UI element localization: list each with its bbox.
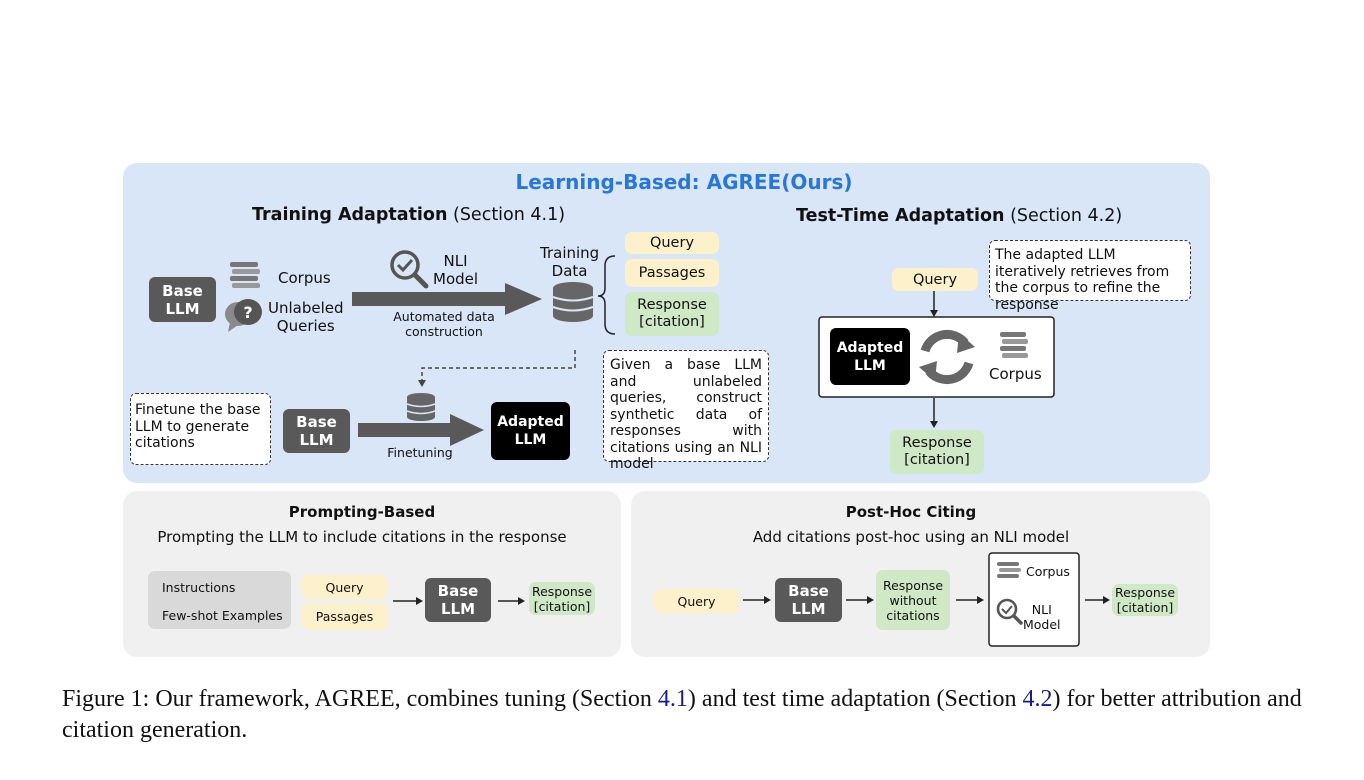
brace [597,255,616,335]
pb-passages-pill: Passages [302,603,387,630]
figure-caption: Figure 1: Our framework, AGREE, combines… [62,686,1302,743]
books-icon [230,262,260,288]
tt-query-pill: Query [892,268,978,291]
ph-base-llm-box: Base LLM [775,578,842,622]
nli-magnifier-icon [390,250,429,289]
note-synthetic-data: Given a base LLM and unlabeled queries, … [603,350,769,472]
base-llm-box-2: Base LLM [283,409,350,453]
big-arrow-automated [352,283,542,315]
note-iterative: The adapted LLM iteratively retrieves fr… [989,240,1191,313]
pb-base-llm-box: Base LLM [425,578,491,622]
automated-label: Automated data construction [393,309,495,339]
ph-response-without-pill: Response without citations [876,570,950,630]
svg-text:?: ? [243,303,252,322]
response-citation-pill: Response [citation] [625,292,719,336]
prompting-desc: Prompting the LLM to include citations i… [157,528,567,546]
tt-response-pill: Response [citation] [890,430,984,474]
prompting-heading: Prompting-Based [288,503,436,521]
note-finetune: Finetune the base LLM to generate citati… [130,393,271,465]
tt-corpus-label: Corpus [989,365,1042,383]
books-icon-ph [997,562,1021,578]
section-ref-4-1[interactable]: 4.1 [657,686,688,712]
finetuning-label: Finetuning [387,445,453,460]
pb-query-pill: Query [302,575,387,599]
training-data-label: Training Data [540,244,600,280]
nli-model-label: NLI Model [433,252,479,288]
pb-response-pill: Response [citation] [529,582,595,615]
nli-magnifier-icon-ph [996,598,1023,625]
ph-corpus-label: Corpus [1026,564,1070,579]
fewshot-label: Few-shot Examples [162,608,283,623]
unlabeled-queries-label: Unlabeled Queries [268,299,344,335]
instructions-box [148,571,291,629]
section-ref-4-2[interactable]: 4.2 [1022,686,1053,712]
corpus-label: Corpus [278,269,331,287]
dashed-connector [421,350,576,382]
passages-pill: Passages [625,259,719,287]
testtime-heading: Test-Time Adaptation (Section 4.2) [796,206,1123,226]
books-icon-tt [1000,332,1028,358]
query-pill: Query [625,232,719,254]
ph-response-pill: Response [citation] [1112,584,1178,616]
posthoc-desc: Add citations post-hoc using an NLI mode… [752,528,1070,546]
refresh-cycle-icon [919,329,975,385]
posthoc-heading: Post-Hoc Citing [845,503,977,521]
database-icon [552,282,594,322]
panel-title: Learning-Based: AGREE(Ours) [515,170,853,194]
instructions-label: Instructions [162,580,236,595]
adapted-llm-box: Adapted LLM [491,402,570,460]
tt-adapted-llm-box: Adapted LLM [830,328,910,385]
big-arrow-finetuning [358,414,484,446]
training-heading: Training Adaptation (Section 4.1) [252,205,566,225]
question-bubble-icon: ? [225,299,262,332]
ph-nli-label: NLI Model [1023,602,1061,632]
base-llm-box: Base LLM [149,277,216,322]
database-small-icon [406,393,436,421]
ph-query-pill: Query [654,589,739,613]
